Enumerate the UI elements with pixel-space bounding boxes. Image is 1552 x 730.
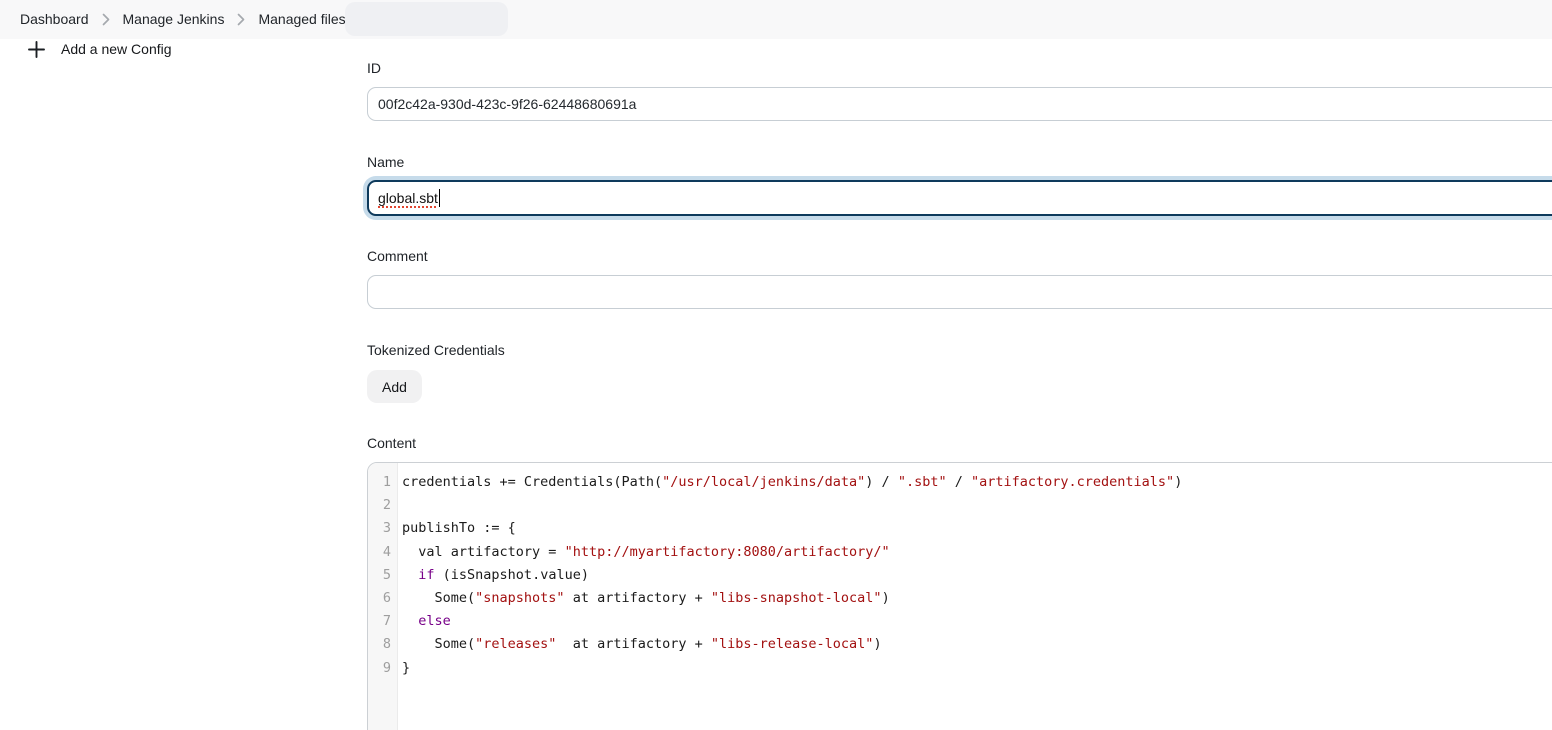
breadcrumb-hover-highlight: [345, 2, 508, 36]
content-label: Content: [367, 435, 416, 451]
comment-label: Comment: [367, 248, 428, 264]
name-input[interactable]: global.sbt: [367, 180, 1552, 216]
code-line: Some("releases" at artifactory + "libs-r…: [402, 633, 1552, 656]
tokenized-credentials-label: Tokenized Credentials: [367, 342, 505, 358]
gutter-numbers: 123456789: [368, 463, 398, 730]
name-input-value: global.sbt: [378, 190, 438, 206]
breadcrumb: Dashboard Manage Jenkins Managed files: [0, 0, 1552, 39]
code-line: publishTo := {: [402, 517, 1552, 540]
breadcrumb-item-managed-files[interactable]: Managed files: [258, 0, 345, 39]
add-credential-button[interactable]: Add: [367, 370, 422, 403]
breadcrumb-item-manage-jenkins[interactable]: Manage Jenkins: [123, 0, 225, 39]
name-label: Name: [367, 154, 404, 170]
add-new-config-link[interactable]: Add a new Config: [28, 39, 172, 59]
text-caret: [439, 189, 441, 207]
content-code-editor: 123456789 credentials += Credentials(Pat…: [367, 462, 1552, 730]
line-number: 3: [368, 517, 397, 540]
code-line: val artifactory = "http://myartifactory:…: [402, 541, 1552, 564]
line-number: 4: [368, 541, 397, 564]
line-number: 2: [368, 494, 397, 517]
code-lines[interactable]: credentials += Credentials(Path("/usr/lo…: [398, 463, 1552, 730]
code-line: }: [402, 657, 1552, 680]
line-number: 1: [368, 471, 397, 494]
breadcrumb-item-dashboard[interactable]: Dashboard: [20, 0, 89, 39]
code-line: Some("snapshots" at artifactory + "libs-…: [402, 587, 1552, 610]
plus-icon: [28, 41, 45, 58]
comment-input[interactable]: [367, 275, 1552, 309]
code-line: if (isSnapshot.value): [402, 564, 1552, 587]
line-number: 7: [368, 610, 397, 633]
line-number: 9: [368, 657, 397, 680]
code-line: credentials += Credentials(Path("/usr/lo…: [402, 471, 1552, 494]
line-number: 8: [368, 633, 397, 656]
id-input[interactable]: [367, 87, 1552, 121]
chevron-right-icon: [102, 13, 110, 26]
add-new-config-label: Add a new Config: [61, 41, 172, 57]
line-number: 6: [368, 587, 397, 610]
id-label: ID: [367, 60, 381, 76]
code-line: else: [402, 610, 1552, 633]
code-line: [402, 494, 1552, 517]
chevron-right-icon: [237, 13, 245, 26]
line-number: 5: [368, 564, 397, 587]
